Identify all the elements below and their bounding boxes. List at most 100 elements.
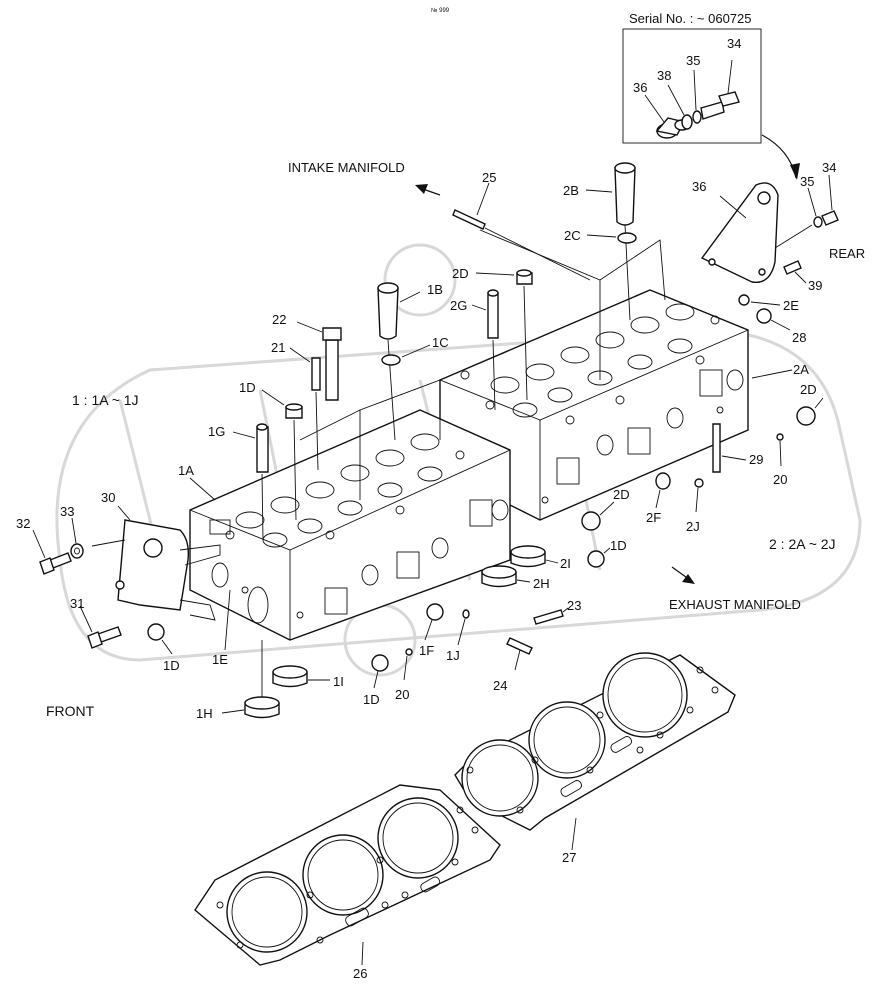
label-front: FRONT xyxy=(46,703,95,719)
rear-bracket-36: 36 xyxy=(692,179,779,284)
plug-1D-left: 1D xyxy=(147,623,180,673)
cylinder-head-1 xyxy=(189,409,511,641)
callout-2J: 2J xyxy=(686,519,700,534)
callout-23: 23 xyxy=(567,598,581,613)
pin-20-mid: 20 xyxy=(395,648,413,702)
label-group-1: 1 : 1A ~ 1J xyxy=(72,392,139,408)
callout-2F: 2F xyxy=(646,510,661,525)
o-ring-2C: 2C xyxy=(564,228,637,244)
callout-21: 21 xyxy=(271,340,285,355)
callout-38: 38 xyxy=(657,68,671,83)
callout-25: 25 xyxy=(482,170,496,185)
callout-1D-low: 1D xyxy=(363,692,380,707)
plug-2D-mid: 2D xyxy=(581,487,630,531)
callout-1D-left: 1D xyxy=(163,658,180,673)
leader-group-1 xyxy=(299,379,441,441)
callout-1C: 1C xyxy=(432,335,449,350)
callout-29: 29 xyxy=(749,452,763,467)
plug-28: 28 xyxy=(756,308,806,345)
callout-36b: 36 xyxy=(692,179,706,194)
plug-2E: 2E xyxy=(738,294,799,313)
callout-1H: 1H xyxy=(196,706,213,721)
o-ring-1C: 1C xyxy=(381,335,449,366)
header-mark: № 999 xyxy=(431,7,450,14)
callout-1D-mid: 1D xyxy=(610,538,627,553)
pin-2J: 2J xyxy=(686,478,704,534)
callout-1A: 1A xyxy=(178,463,194,478)
nozzle-sleeve-1B: 1B xyxy=(377,282,443,441)
bolt-39: 39 xyxy=(783,260,822,293)
plug-2F: 2F xyxy=(646,472,671,525)
head-gasket-27: 27 xyxy=(454,652,736,865)
callout-2D-right: 2D xyxy=(800,382,817,397)
plug-1D-top: 1D xyxy=(239,380,303,521)
bolt-22: 22 xyxy=(272,312,342,401)
seat-2H: 2H xyxy=(481,565,550,591)
serial-inset-box: Serial No. : ~ 060725 34 35 38 36 xyxy=(622,11,762,144)
callout-1D-top: 1D xyxy=(239,380,256,395)
label-rear: REAR xyxy=(829,246,865,261)
callout-30: 30 xyxy=(101,490,115,505)
bolt-32: 32 xyxy=(16,516,72,575)
callout-36a: 36 xyxy=(633,80,647,95)
cylinder-head-2 xyxy=(439,289,749,521)
callout-39: 39 xyxy=(808,278,822,293)
callout-2I: 2I xyxy=(560,556,571,571)
callout-2H: 2H xyxy=(533,576,550,591)
seat-1H: 1H xyxy=(196,640,280,721)
leader-group-2 xyxy=(479,229,666,301)
plug-1F: 1F xyxy=(419,603,444,658)
callout-22: 22 xyxy=(272,312,286,327)
plug-1D-mid: 1D xyxy=(587,538,627,568)
callout-20-right: 20 xyxy=(773,472,787,487)
callout-1G: 1G xyxy=(208,424,225,439)
pin-20-right: 20 xyxy=(773,433,787,487)
callout-34b: 34 xyxy=(822,160,836,175)
plug-1D-low: 1D xyxy=(363,654,389,707)
guide-1G: 1G xyxy=(208,423,269,541)
head-gasket-26: 26 xyxy=(194,784,501,981)
label-exhaust-manifold: EXHAUST MANIFOLD xyxy=(669,597,801,612)
callout-1I: 1I xyxy=(333,674,344,689)
stud-25: 25 xyxy=(452,170,591,281)
label-intake-manifold: INTAKE MANIFOLD xyxy=(288,160,405,175)
serial-title: Serial No. : ~ 060725 xyxy=(629,11,752,26)
guide-2G: 2G xyxy=(450,289,499,411)
stud-24: 24 xyxy=(493,637,533,693)
stud-23: 23 xyxy=(533,598,581,625)
callout-1J: 1J xyxy=(446,648,460,663)
pin-29: 29 xyxy=(712,423,763,473)
label-group-2: 2 : 2A ~ 2J xyxy=(769,536,836,552)
nozzle-sleeve-2B: 2B xyxy=(563,162,636,321)
callout-34a: 34 xyxy=(727,36,741,51)
callout-35a: 35 xyxy=(686,53,700,68)
callout-24: 24 xyxy=(493,678,507,693)
callout-32: 32 xyxy=(16,516,30,531)
callout-2G: 2G xyxy=(450,298,467,313)
callout-1B: 1B xyxy=(427,282,443,297)
plug-2D-top: 2D xyxy=(452,266,533,401)
callout-2A: 2A xyxy=(793,362,809,377)
callout-1F: 1F xyxy=(419,643,434,658)
front-bracket-30: 30 xyxy=(101,490,221,621)
callout-31: 31 xyxy=(70,596,84,611)
washer-33: 33 xyxy=(60,504,84,559)
bolt-31: 31 xyxy=(70,596,122,649)
inset-pointer-arrow xyxy=(761,134,797,179)
pin-1J: 1J xyxy=(446,609,470,663)
callout-2D-mid: 2D xyxy=(613,487,630,502)
callout-35b: 35 xyxy=(800,174,814,189)
seat-1I: 1I xyxy=(272,665,344,689)
callout-2D-top: 2D xyxy=(452,266,469,281)
callout-28: 28 xyxy=(792,330,806,345)
callout-2B: 2B xyxy=(563,183,579,198)
callout-1E: 1E xyxy=(212,652,228,667)
plug-2D-right: 2D xyxy=(796,382,824,426)
callout-2C: 2C xyxy=(564,228,581,243)
callout-26: 26 xyxy=(353,966,367,981)
rear-bolt-34: 34 35 xyxy=(774,160,839,249)
callout-33: 33 xyxy=(60,504,74,519)
callout-27: 27 xyxy=(562,850,576,865)
